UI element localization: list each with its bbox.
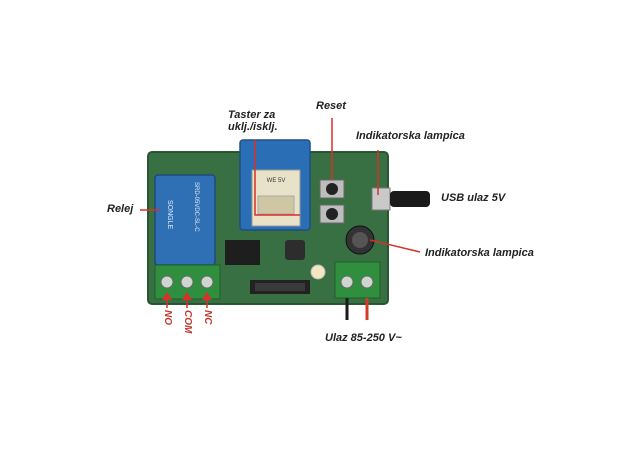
module-text: WE 5V [267, 178, 286, 184]
label-indikator-mid: Indikatorska lampica [425, 247, 534, 259]
relay [154, 174, 216, 266]
label-indikator-top: Indikatorska lampica [356, 130, 465, 142]
ic-chip [225, 240, 260, 265]
label-relej: Relej [107, 203, 134, 215]
label-no: NO [162, 310, 173, 325]
label-com: COM [182, 310, 193, 334]
inductor [285, 240, 305, 260]
label-taster: Taster za [228, 109, 276, 121]
leader-lines [140, 118, 421, 253]
label-usb: USB ulaz 5V [441, 192, 506, 204]
label-power: Ulaz 85-250 V~ [325, 332, 402, 344]
usb-cable [390, 191, 430, 207]
terminal-arrows [162, 292, 212, 308]
usb-port [371, 187, 391, 211]
label-nc: NC [202, 310, 213, 325]
label-reset: Reset [316, 100, 346, 112]
relay-brand: SONGLE [166, 200, 173, 230]
relay-model: SRD-05VDC-SL-C [193, 182, 199, 232]
led-indicator [310, 264, 326, 280]
label-taster-2: uklj./isklj. [228, 121, 278, 133]
